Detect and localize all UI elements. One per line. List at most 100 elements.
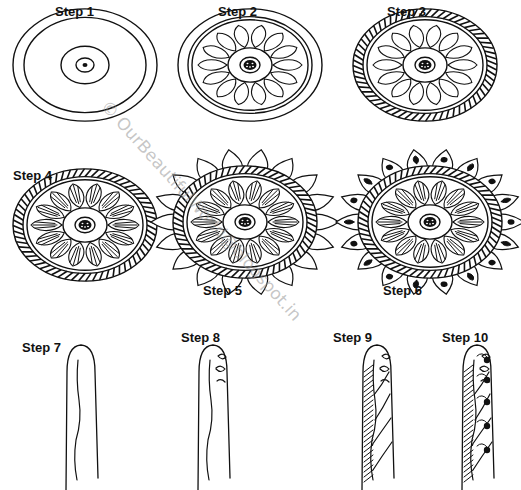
ring bbox=[403, 48, 447, 82]
outer-leaf bbox=[500, 214, 521, 230]
band-hatch bbox=[147, 225, 157, 230]
band-hatch bbox=[361, 239, 372, 241]
band-hatch bbox=[15, 236, 26, 239]
band-hatch bbox=[486, 56, 497, 59]
petal-vein bbox=[94, 247, 100, 263]
petal-vein bbox=[113, 225, 137, 226]
center-fill bbox=[239, 217, 252, 227]
band-hatch bbox=[279, 262, 281, 271]
band-hatch bbox=[433, 112, 437, 120]
band-hatch bbox=[137, 197, 149, 199]
band-hatch bbox=[358, 44, 365, 51]
petal-vein bbox=[415, 244, 421, 260]
band-hatch bbox=[362, 91, 374, 93]
petal bbox=[103, 228, 137, 249]
rotated-group bbox=[428, 180, 449, 206]
band-hatch bbox=[137, 252, 141, 260]
band-hatch bbox=[417, 270, 424, 277]
band-hatch bbox=[390, 265, 400, 269]
band-hatch bbox=[284, 182, 295, 185]
dot bbox=[484, 399, 490, 405]
band-hatch bbox=[176, 239, 187, 241]
rotated-group bbox=[268, 43, 300, 62]
band-hatch bbox=[205, 265, 215, 269]
band-hatch bbox=[233, 166, 237, 174]
ring bbox=[27, 180, 143, 270]
band-hatch bbox=[113, 268, 114, 277]
petal bbox=[411, 238, 432, 264]
petal-vein bbox=[418, 182, 423, 200]
rotated-group bbox=[249, 81, 269, 105]
band-hatch bbox=[369, 30, 373, 38]
step-label: Step 2 bbox=[218, 4, 257, 19]
curl bbox=[477, 444, 487, 447]
band-hatch bbox=[487, 70, 496, 76]
petal-vein bbox=[76, 248, 82, 264]
band-hatch bbox=[353, 71, 364, 74]
band-hatch bbox=[358, 222, 368, 226]
petal-vein bbox=[76, 186, 82, 202]
rotated-group bbox=[376, 216, 407, 227]
band-hatch bbox=[484, 51, 495, 54]
band-hatch bbox=[13, 225, 23, 229]
petal-vein bbox=[88, 248, 94, 264]
band-hatch bbox=[119, 265, 121, 274]
hatch-stripe bbox=[364, 475, 373, 482]
rotated-group bbox=[336, 214, 360, 230]
sweep-curve bbox=[374, 372, 389, 395]
band-hatch bbox=[361, 39, 367, 47]
band-hatch bbox=[304, 208, 315, 211]
petal-vein bbox=[446, 241, 460, 254]
petal-vein bbox=[275, 219, 295, 221]
step-label: Step 10 bbox=[442, 330, 488, 345]
band-hatch bbox=[458, 265, 459, 274]
band-hatch bbox=[446, 110, 448, 119]
band-hatch bbox=[67, 170, 70, 179]
medallion bbox=[13, 9, 157, 121]
center-speck bbox=[432, 223, 434, 225]
ring bbox=[13, 169, 157, 281]
leaf-drop bbox=[501, 197, 512, 204]
curl bbox=[477, 420, 487, 423]
petal-vein bbox=[70, 187, 76, 203]
ring bbox=[228, 48, 272, 82]
band-hatch bbox=[464, 25, 475, 28]
center-dot bbox=[83, 63, 88, 67]
petal-vein bbox=[455, 231, 477, 239]
band-hatch bbox=[491, 231, 499, 237]
petal-vein bbox=[460, 219, 480, 221]
center-speck bbox=[82, 223, 84, 225]
petal bbox=[31, 219, 62, 230]
rotated-group bbox=[232, 81, 252, 105]
rotated-group bbox=[448, 225, 482, 246]
medallion bbox=[178, 9, 322, 121]
leaf-drop bbox=[344, 220, 354, 224]
band-hatch bbox=[91, 170, 98, 177]
petal-vein bbox=[35, 227, 55, 229]
band-hatch bbox=[297, 194, 309, 196]
rotated-group bbox=[83, 183, 104, 209]
band-hatch bbox=[485, 245, 491, 253]
leaf-dot bbox=[349, 240, 358, 247]
band-hatch bbox=[487, 60, 497, 64]
band-hatch bbox=[459, 105, 461, 114]
band-hatch bbox=[353, 60, 363, 65]
curl bbox=[381, 380, 389, 382]
petal bbox=[375, 68, 407, 87]
dot bbox=[484, 357, 490, 363]
ring bbox=[23, 177, 147, 274]
ring bbox=[420, 214, 440, 230]
band-hatch bbox=[140, 201, 152, 203]
petal-vein bbox=[35, 222, 55, 224]
rotated-group bbox=[373, 60, 402, 71]
band-hatch bbox=[366, 196, 372, 204]
petal bbox=[232, 81, 252, 105]
band-hatch bbox=[306, 231, 314, 237]
band-hatch bbox=[21, 199, 27, 207]
center-fill bbox=[244, 60, 257, 70]
rotated-group bbox=[232, 24, 252, 48]
petal-vein bbox=[400, 190, 414, 203]
petal-vein bbox=[254, 184, 260, 200]
band-hatch bbox=[424, 166, 429, 174]
